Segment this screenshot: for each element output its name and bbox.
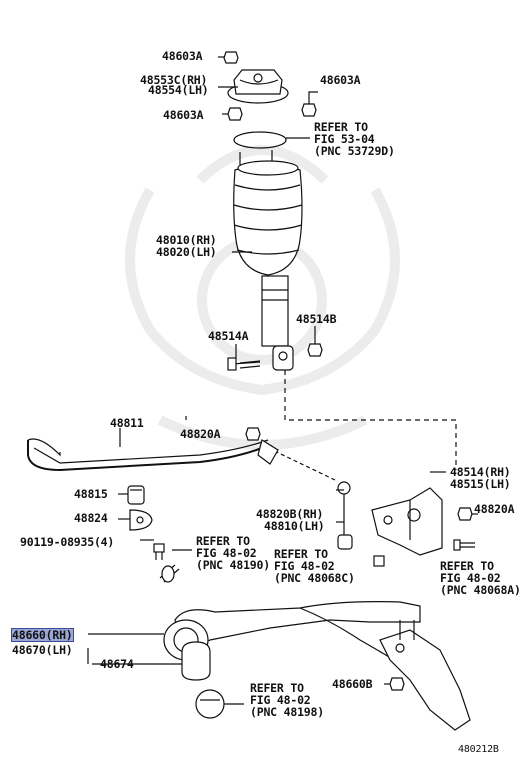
refer-48198-line2: FIG 48-02 <box>250 693 311 707</box>
refer-48198-line1: REFER TO <box>250 681 304 695</box>
label-48815: 48815 <box>74 487 108 501</box>
label-48820a-top: 48820A <box>180 427 221 441</box>
refer-48068c-line1: REFER TO <box>274 547 328 561</box>
label-48674: 48674 <box>100 657 134 671</box>
refer-48198-line3: (PNC 48198) <box>250 705 324 719</box>
bracket-48824 <box>129 509 153 531</box>
label-48514: 48514(RH) <box>450 465 511 479</box>
air-spring <box>233 160 303 276</box>
refer-53-04-line3: (PNC 53729D) <box>314 144 395 158</box>
label-48820a-right: 48820A <box>474 502 515 516</box>
refer-53-04-line2: FIG 53-04 <box>314 132 375 146</box>
label-48020: 48020(LH) <box>156 245 217 259</box>
bushing-48815 <box>127 485 145 505</box>
refer-48068c-line3: (PNC 48068C) <box>274 571 355 585</box>
label-48515: 48515(LH) <box>450 477 511 491</box>
bushing-48198 <box>195 689 225 719</box>
label-48514b: 48514B <box>296 312 337 326</box>
shock-absorber <box>261 275 294 371</box>
nut-48820a-top <box>245 427 261 441</box>
refer-48068c-line2: FIG 48-02 <box>274 559 335 573</box>
nut-48603a-left <box>227 107 243 121</box>
label-48514a: 48514A <box>208 329 249 343</box>
label-90119: 90119-08935(4) <box>20 535 115 549</box>
refer-48068a-line2: FIG 48-02 <box>440 571 501 585</box>
bolt-48068c <box>373 555 385 567</box>
label-48603a-top: 48603A <box>162 49 203 63</box>
bolt-48068a <box>453 539 475 551</box>
label-48603a-right: 48603A <box>320 73 361 87</box>
figure-id: 480212B <box>458 744 499 755</box>
label-48553c: 48553C(RH) <box>140 73 208 87</box>
nut-48514b <box>307 343 323 357</box>
nut-48660b <box>389 677 405 691</box>
refer-48190-line3: (PNC 48190) <box>196 558 270 572</box>
nut-48603a-top <box>223 51 239 64</box>
bolt-90119 <box>153 543 165 560</box>
refer-53-04-line1: REFER TO <box>314 120 368 134</box>
nut-48603a-right <box>301 103 317 117</box>
steering-knuckle <box>379 620 471 731</box>
bolt-48514a <box>227 357 261 371</box>
upper-mount <box>227 69 289 104</box>
stabilizer-bar <box>27 438 279 472</box>
refer-48190-line1: REFER TO <box>196 534 250 548</box>
bushing-48674 <box>181 641 211 681</box>
label-48820b: 48820B(RH) <box>256 507 324 521</box>
label-48554: 48554(LH) <box>148 83 209 97</box>
link-bracket <box>371 487 443 556</box>
nut-48820a-right <box>457 507 473 521</box>
label-48603a-left: 48603A <box>163 108 204 122</box>
label-48670: 48670(LH) <box>12 643 73 657</box>
label-48811: 48811 <box>110 416 144 430</box>
label-48010: 48010(RH) <box>156 233 217 247</box>
refer-48068a-line3: (PNC 48068A) <box>440 583 521 597</box>
stabilizer-link <box>337 481 353 550</box>
label-48660b: 48660B <box>332 677 373 691</box>
refer-48190-line2: FIG 48-02 <box>196 546 257 560</box>
refer-48068a-line1: REFER TO <box>440 559 494 573</box>
label-48810: 48810(LH) <box>264 519 325 533</box>
bushing-bolt-48190 <box>159 564 180 583</box>
label-48660-highlighted[interactable]: 48660(RH) <box>11 628 74 642</box>
label-48824: 48824 <box>74 511 108 525</box>
gasket-ring <box>233 131 287 149</box>
